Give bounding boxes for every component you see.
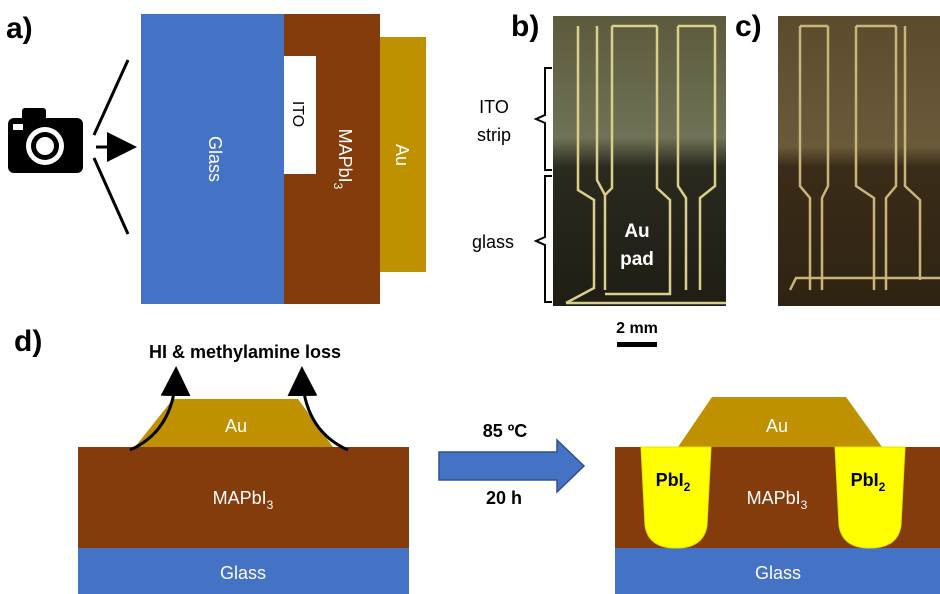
bracket-label-ito: ITO bbox=[479, 97, 509, 117]
bracket-label-strip: strip bbox=[477, 125, 511, 145]
glass-label: Glass bbox=[205, 136, 225, 182]
au-pad-label-line2: pad bbox=[620, 249, 654, 270]
pbi-region-right bbox=[834, 446, 906, 549]
gold-layer bbox=[380, 37, 426, 272]
loss-label: HI & methylamine loss bbox=[149, 342, 341, 362]
au-pad-label-line1: Au bbox=[624, 221, 649, 242]
pbi-label-left: PbI2 bbox=[656, 470, 691, 494]
photo-c bbox=[778, 16, 940, 306]
right-au-layer bbox=[678, 397, 882, 447]
right-glass-label: Glass bbox=[755, 563, 801, 583]
pbi-left-sub: 2 bbox=[684, 480, 691, 494]
process-arrow bbox=[438, 438, 586, 494]
camera-icon bbox=[8, 108, 83, 173]
panel-d-label: d) bbox=[14, 325, 42, 358]
process-temperature: 85 ºC bbox=[483, 421, 528, 441]
left-glass-label: Glass bbox=[220, 563, 266, 583]
perovskite-label: MAPbI3 bbox=[331, 129, 355, 190]
scale-bar-label: 2 mm bbox=[616, 320, 658, 337]
right-perovskite-label: MAPbI3 bbox=[747, 488, 808, 512]
perovskite-label-sub: 3 bbox=[331, 183, 345, 190]
photo-b bbox=[553, 16, 726, 306]
pbi-right-main: PbI bbox=[851, 470, 879, 490]
bracket-label-glass: glass bbox=[472, 232, 514, 252]
left-au-layer bbox=[135, 399, 333, 447]
left-perovskite-layer bbox=[78, 447, 409, 548]
glass-layer bbox=[141, 14, 284, 304]
bracket-glass bbox=[533, 175, 552, 303]
left-perovskite-label: MAPbI3 bbox=[213, 488, 274, 512]
panel-a-label: a) bbox=[6, 12, 33, 45]
ito-layer bbox=[284, 56, 316, 174]
left-glass-layer bbox=[78, 548, 409, 594]
process-duration: 20 h bbox=[486, 488, 522, 508]
pbi-region-left bbox=[640, 446, 712, 549]
right-au-label: Au bbox=[766, 416, 788, 436]
loss-arrows bbox=[129, 366, 349, 452]
perovskite-label-main: MAPbI bbox=[335, 129, 355, 183]
view-lines bbox=[92, 59, 137, 235]
pbi-label-right: PbI2 bbox=[851, 470, 886, 494]
panel-b-label: b) bbox=[511, 10, 539, 43]
ito-label: ITO bbox=[289, 101, 306, 127]
bracket-ito-strip bbox=[533, 67, 552, 171]
scale-bar bbox=[617, 342, 657, 347]
right-glass-layer bbox=[615, 548, 940, 594]
pbi-right-sub: 2 bbox=[879, 480, 886, 494]
right-perovskite-sub: 3 bbox=[801, 498, 808, 512]
left-au-label: Au bbox=[225, 416, 247, 436]
pbi-left-main: PbI bbox=[656, 470, 684, 490]
left-perovskite-main: MAPbI bbox=[213, 488, 267, 508]
au-label: Au bbox=[392, 144, 412, 166]
right-perovskite-main: MAPbI bbox=[747, 488, 801, 508]
panel-c-label: c) bbox=[735, 10, 762, 43]
left-perovskite-sub: 3 bbox=[267, 498, 274, 512]
